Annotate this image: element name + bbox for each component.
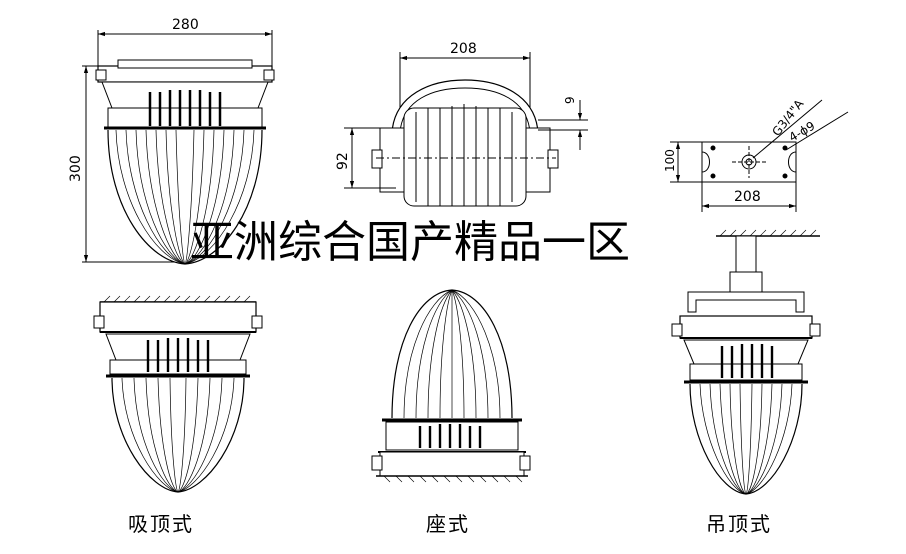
housing-fins-top: [148, 90, 222, 126]
mounting-bracket-view: [670, 99, 849, 212]
globe-ribs: [115, 129, 255, 265]
caption-base-mount: 座式: [426, 512, 470, 536]
caption-pendant-mount: 吊顶式: [706, 512, 772, 536]
ceiling-mount-view: [93, 295, 263, 493]
dim-height-300: 300: [68, 155, 84, 182]
dim-offset-9: 9: [563, 96, 577, 104]
dim-height-100: 100: [663, 149, 677, 172]
front-elevation-view: [82, 30, 275, 265]
dim-height-92: 92: [335, 152, 351, 170]
pendant-mount-view: [671, 229, 821, 495]
caption-ceiling-mount: 吸顶式: [128, 512, 194, 536]
dim-width-208-bracket: 208: [734, 189, 761, 205]
plan-inner-ribs: [415, 104, 513, 206]
overlay-watermark-text: 亚洲综合国产精品一区: [190, 217, 630, 268]
plan-view: [344, 52, 588, 207]
dim-width-208-plan: 208: [450, 41, 477, 57]
base-mount-view: [371, 289, 531, 483]
dim-width-280: 280: [172, 17, 199, 33]
